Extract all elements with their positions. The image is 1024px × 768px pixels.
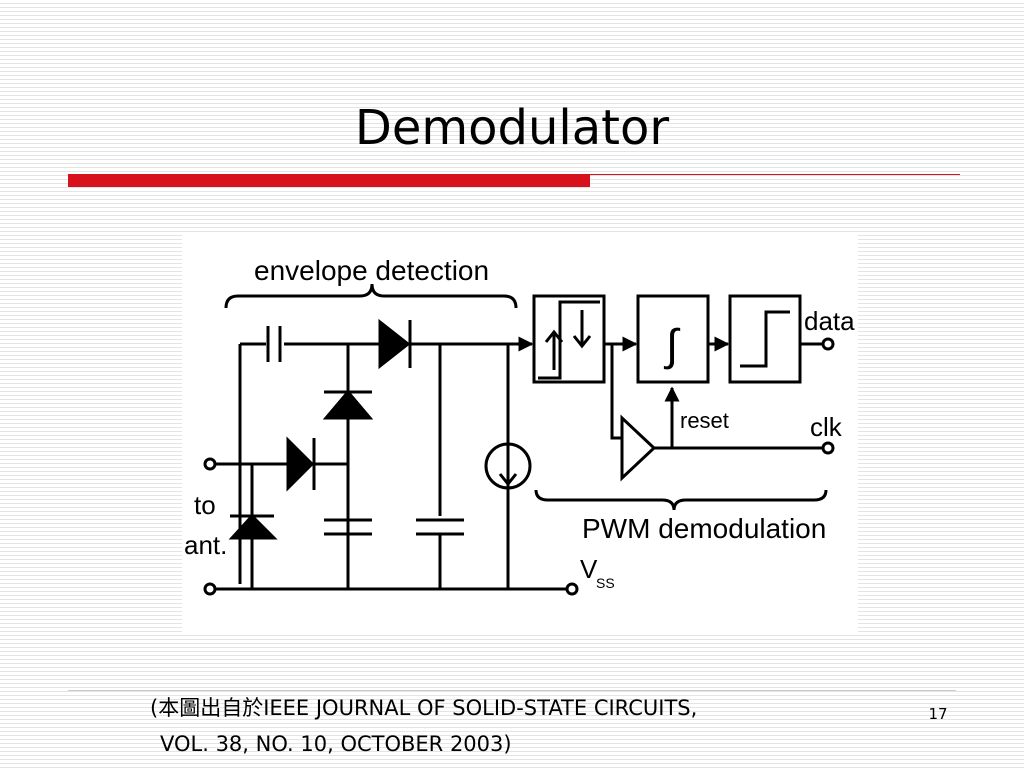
integrator-block (636, 294, 710, 384)
diode-input (286, 436, 315, 492)
footer-divider (68, 690, 956, 691)
citation-line-1: (本圖出自於IEEE JOURNAL OF SOLID-STATE CIRCUI… (150, 696, 698, 720)
circuit-diagram: envelope detection PWM demodulation data… (184, 255, 855, 596)
reset-label: reset (680, 408, 729, 433)
clk-buffer (620, 414, 657, 482)
integrator-symbol: ∫ (663, 321, 681, 370)
page-number: 17 (928, 705, 948, 723)
decision-block (728, 294, 802, 384)
citation-line-2: VOL. 38, NO. 10, OCTOBER 2003) (160, 732, 512, 756)
antenna-terminal-top (203, 457, 217, 471)
demodulator-circuit-figure: envelope detection PWM demodulation data… (182, 232, 858, 632)
clk-terminal (821, 441, 835, 455)
title-underline (590, 174, 960, 175)
coupling-capacitor (266, 326, 282, 362)
envelope-detection-label: envelope detection (254, 255, 489, 286)
diode-shunt (322, 389, 374, 420)
slide-title: Demodulator (354, 100, 670, 156)
diode-ground (228, 513, 278, 540)
ant-label: ant. (184, 530, 227, 560)
citation: (本圖出自於IEEE JOURNAL OF SOLID-STATE CIRCUI… (150, 690, 910, 762)
data-label: data (804, 306, 855, 336)
to-label: to (194, 490, 216, 520)
capacitor-2 (416, 518, 464, 536)
pwm-brace (534, 489, 828, 511)
title-accent-bar (68, 174, 590, 187)
current-source (484, 442, 532, 490)
schmitt-trigger-block (532, 294, 606, 384)
clk-label: clk (810, 412, 843, 442)
capacitor-1 (324, 518, 372, 536)
envelope-brace (224, 283, 518, 309)
pwm-demodulation-label: PWM demodulation (582, 513, 826, 544)
vss-terminal (565, 582, 579, 596)
data-terminal (821, 337, 835, 351)
vss-label: V (580, 554, 598, 584)
antenna-terminal-bottom (203, 582, 217, 596)
diode-series (378, 318, 411, 370)
vss-subscript: SS (596, 575, 615, 591)
